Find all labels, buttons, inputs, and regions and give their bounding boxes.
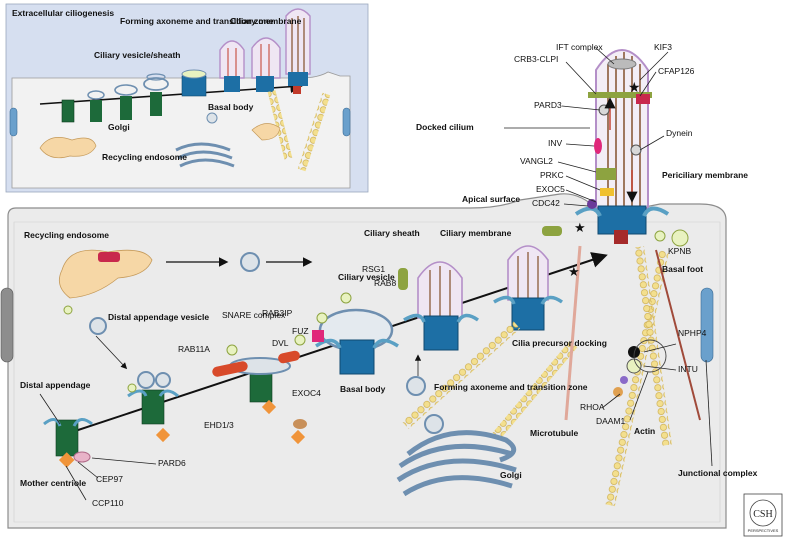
intu-marker bbox=[626, 358, 642, 374]
microtubule-string-3 bbox=[401, 321, 521, 429]
cilia-precursor-docking bbox=[493, 226, 564, 331]
vangl2-label: VANGL2 bbox=[520, 156, 553, 166]
logo-subtext: PERSPECTIVES bbox=[748, 528, 779, 533]
inset-microtubule-2 bbox=[267, 90, 293, 160]
inset-basal-body bbox=[181, 69, 207, 97]
inset-microtubule-1 bbox=[297, 92, 331, 172]
inset-panel: Extracellular ciliogenesis Forming axone… bbox=[5, 3, 369, 193]
actin-label: Actin bbox=[634, 426, 655, 436]
mother-centriole-label: Mother centriole bbox=[20, 478, 86, 488]
junction-right bbox=[700, 287, 714, 363]
microtubule-label: Microtubule bbox=[530, 428, 578, 438]
ccp110-label: CCP110 bbox=[92, 498, 124, 508]
inset-golgi-label: Golgi bbox=[108, 122, 130, 132]
periciliary-membrane-label: Periciliary membrane bbox=[662, 170, 748, 180]
recycling-endosome bbox=[58, 249, 153, 299]
nphp4-marker bbox=[628, 346, 640, 358]
svg-text:★: ★ bbox=[568, 265, 580, 280]
centriole-with-vesicle bbox=[127, 371, 179, 443]
cilia-precursor-docking-label: Cilia precursor docking bbox=[512, 338, 607, 348]
inset-vesicle-sheath-label: Ciliary vesicle/sheath bbox=[94, 50, 180, 60]
ciliary-sheath-label: Ciliary sheath bbox=[364, 228, 420, 238]
microtubule-string-2 bbox=[634, 246, 672, 446]
docked-cilium-label: Docked cilium bbox=[416, 122, 474, 132]
basal-body-label: Basal body bbox=[340, 384, 386, 394]
inv-label: INV bbox=[548, 138, 563, 148]
forming-axoneme-label: Forming axoneme and transition zone bbox=[434, 382, 588, 392]
junction-left bbox=[0, 287, 14, 363]
daam1-label: DAAM1 bbox=[596, 416, 626, 426]
inset-extracellular-cilium bbox=[285, 8, 311, 94]
inset-ciliary-membrane-cilium bbox=[251, 37, 281, 92]
crb3-label: CRB3-CLPI bbox=[514, 54, 558, 64]
rab8-label: RAB8 bbox=[374, 278, 396, 288]
junctional-complex-label: Junctional complex bbox=[678, 468, 758, 478]
docked-cilium: ★ bbox=[574, 49, 670, 244]
rab3ip-label: RAB3IP bbox=[262, 308, 293, 318]
basal-body-vesicle bbox=[312, 292, 399, 375]
inset-forming-label: Forming axoneme and transition zone bbox=[120, 16, 274, 26]
svg-text:★: ★ bbox=[574, 221, 586, 236]
distal-appendage-vesicle-label: Distal appendage vesicle bbox=[108, 312, 209, 322]
inset-forming-cilium bbox=[219, 40, 245, 92]
kif3-label: KIF3 bbox=[654, 42, 672, 52]
svg-text:★: ★ bbox=[628, 80, 641, 96]
kpnb-label: KPNB bbox=[668, 246, 691, 256]
pard6-label: PARD6 bbox=[158, 458, 186, 468]
exoc4-label: EXOC4 bbox=[292, 388, 321, 398]
endosome-rab-marker bbox=[98, 252, 120, 262]
inset-junction-right bbox=[342, 107, 351, 137]
dvl-label: DVL bbox=[272, 338, 289, 348]
ciliary-membrane-label: Ciliary membrane bbox=[440, 228, 512, 238]
microtubule-string-4 bbox=[492, 340, 578, 440]
inset-junction-left bbox=[9, 107, 18, 137]
cep97-label: CEP97 bbox=[96, 474, 123, 484]
ciliary-vesicle-label: Ciliary vesicle bbox=[338, 272, 395, 282]
exoc5-label: EXOC5 bbox=[536, 184, 565, 194]
cfap126-label: CFAP126 bbox=[658, 66, 695, 76]
inset-title: Extracellular ciliogenesis bbox=[12, 8, 114, 18]
prkc-label: PRKC bbox=[540, 170, 564, 180]
ehd-label: EHD1/3 bbox=[204, 420, 234, 430]
golgi bbox=[396, 354, 517, 497]
main-cell: ★ ★ ★ Apical surface Recycling bbox=[0, 42, 758, 529]
logo-text: CSH bbox=[753, 509, 772, 520]
centriole-snare bbox=[212, 334, 307, 445]
csh-perspectives-logo: CSH PERSPECTIVES bbox=[743, 493, 783, 537]
apical-surface-label: Apical surface bbox=[462, 194, 520, 204]
ift-complex-label: IFT complex bbox=[556, 42, 603, 52]
inset-basal-body-label: Basal body bbox=[208, 102, 254, 112]
golgi-label: Golgi bbox=[500, 470, 522, 480]
rhoa-label: RHOA bbox=[580, 402, 605, 412]
recycling-endosome-label: Recycling endosome bbox=[24, 230, 109, 240]
inset-centriole-4 bbox=[143, 73, 169, 116]
inset-endosome-2 bbox=[251, 123, 281, 141]
inset-golgi bbox=[175, 112, 235, 168]
inset-centriole-3 bbox=[114, 84, 138, 120]
inset-ciliary-membrane-label: Ciliary membrane bbox=[230, 16, 302, 26]
snare-label: SNARE complex bbox=[222, 310, 286, 320]
fuz-label: FUZ bbox=[292, 326, 309, 336]
actin-filament-1 bbox=[564, 245, 582, 421]
pard3-label: PARD3 bbox=[534, 100, 562, 110]
inset-centriole-2 bbox=[87, 90, 105, 122]
actin-filament-2 bbox=[655, 249, 701, 421]
basal-foot-label: Basal foot bbox=[662, 264, 703, 274]
rab11a-label: RAB11A bbox=[178, 344, 210, 354]
rsg1-label: RSG1 bbox=[362, 264, 385, 274]
nphp4-label: NPHP4 bbox=[678, 328, 707, 338]
inset-centriole-1 bbox=[61, 99, 75, 123]
cdc42-label: CDC42 bbox=[532, 198, 560, 208]
distal-appendage-label: Distal appendage bbox=[20, 380, 91, 390]
inset-recycling-endosome bbox=[39, 137, 97, 159]
forming-axoneme bbox=[398, 261, 480, 351]
intu-label: INTU bbox=[678, 364, 698, 374]
dynein-label: Dynein bbox=[666, 128, 693, 138]
inset-recycling-label: Recycling endosome bbox=[102, 152, 187, 162]
